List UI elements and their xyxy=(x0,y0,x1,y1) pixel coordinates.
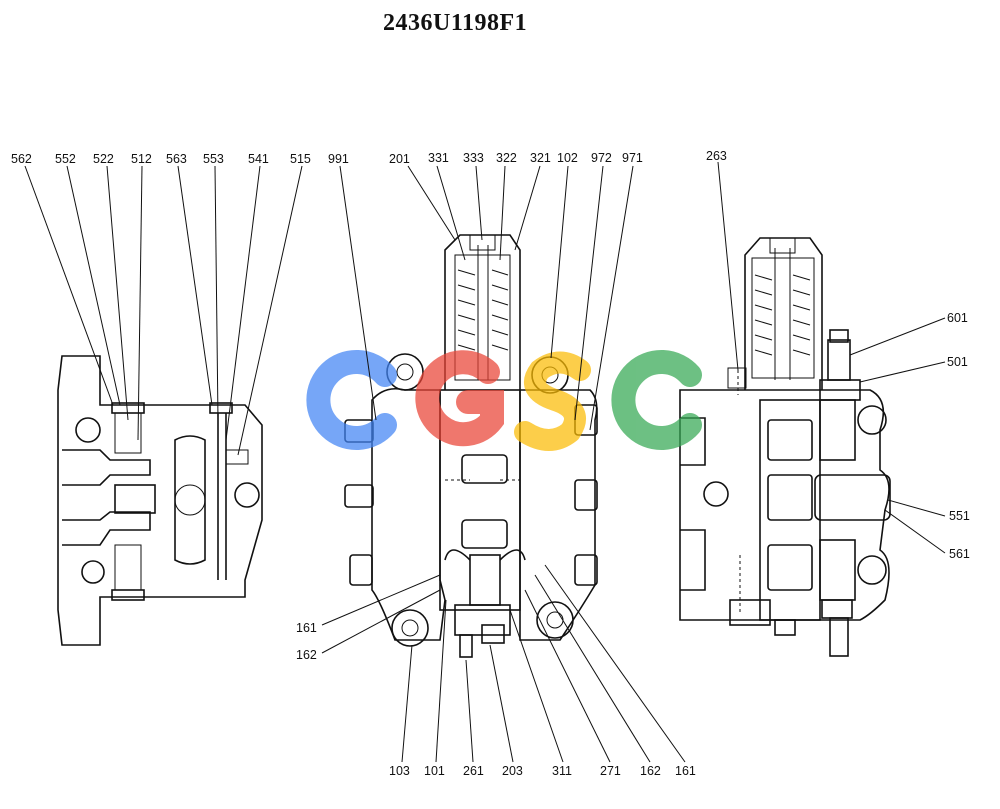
label-501: 501 xyxy=(947,355,968,369)
label-563: 563 xyxy=(166,152,187,166)
label-601: 601 xyxy=(947,311,968,325)
label-552: 552 xyxy=(55,152,76,166)
label-203: 203 xyxy=(502,764,523,778)
label-991: 991 xyxy=(328,152,349,166)
label-971: 971 xyxy=(622,151,643,165)
label-102: 102 xyxy=(557,151,578,165)
left-view xyxy=(57,355,263,646)
label-161-left: 161 xyxy=(296,621,317,635)
label-562: 562 xyxy=(11,152,32,166)
label-321: 321 xyxy=(530,151,551,165)
watermark-letter-g xyxy=(415,350,504,447)
label-541: 541 xyxy=(248,152,269,166)
label-322: 322 xyxy=(496,151,517,165)
watermark-logo xyxy=(306,350,702,451)
label-201: 201 xyxy=(389,152,410,166)
label-551: 551 xyxy=(949,509,970,523)
label-101: 101 xyxy=(424,764,445,778)
label-553: 553 xyxy=(203,152,224,166)
watermark-letter-c1 xyxy=(306,350,397,450)
label-515: 515 xyxy=(290,152,311,166)
label-333: 333 xyxy=(463,151,484,165)
label-103: 103 xyxy=(389,764,410,778)
label-263: 263 xyxy=(706,149,727,163)
label-162-left: 162 xyxy=(296,648,317,662)
watermark-letter-s xyxy=(514,351,591,451)
right-view xyxy=(679,237,891,657)
label-972: 972 xyxy=(591,151,612,165)
label-271: 271 xyxy=(600,764,621,778)
watermark-letter-c2 xyxy=(611,350,702,450)
label-512: 512 xyxy=(131,152,152,166)
label-162-right: 162 xyxy=(640,764,661,778)
label-561: 561 xyxy=(949,547,970,561)
label-311: 311 xyxy=(552,764,572,778)
leader-lines xyxy=(24,161,946,763)
label-331: 331 xyxy=(428,151,449,165)
drawing-title: 2436U1198F1 xyxy=(383,10,528,36)
part-labels: 562 552 522 512 563 553 541 515 991 201 … xyxy=(11,149,970,778)
label-161-right: 161 xyxy=(675,764,696,778)
label-522: 522 xyxy=(93,152,114,166)
label-261: 261 xyxy=(463,764,484,778)
